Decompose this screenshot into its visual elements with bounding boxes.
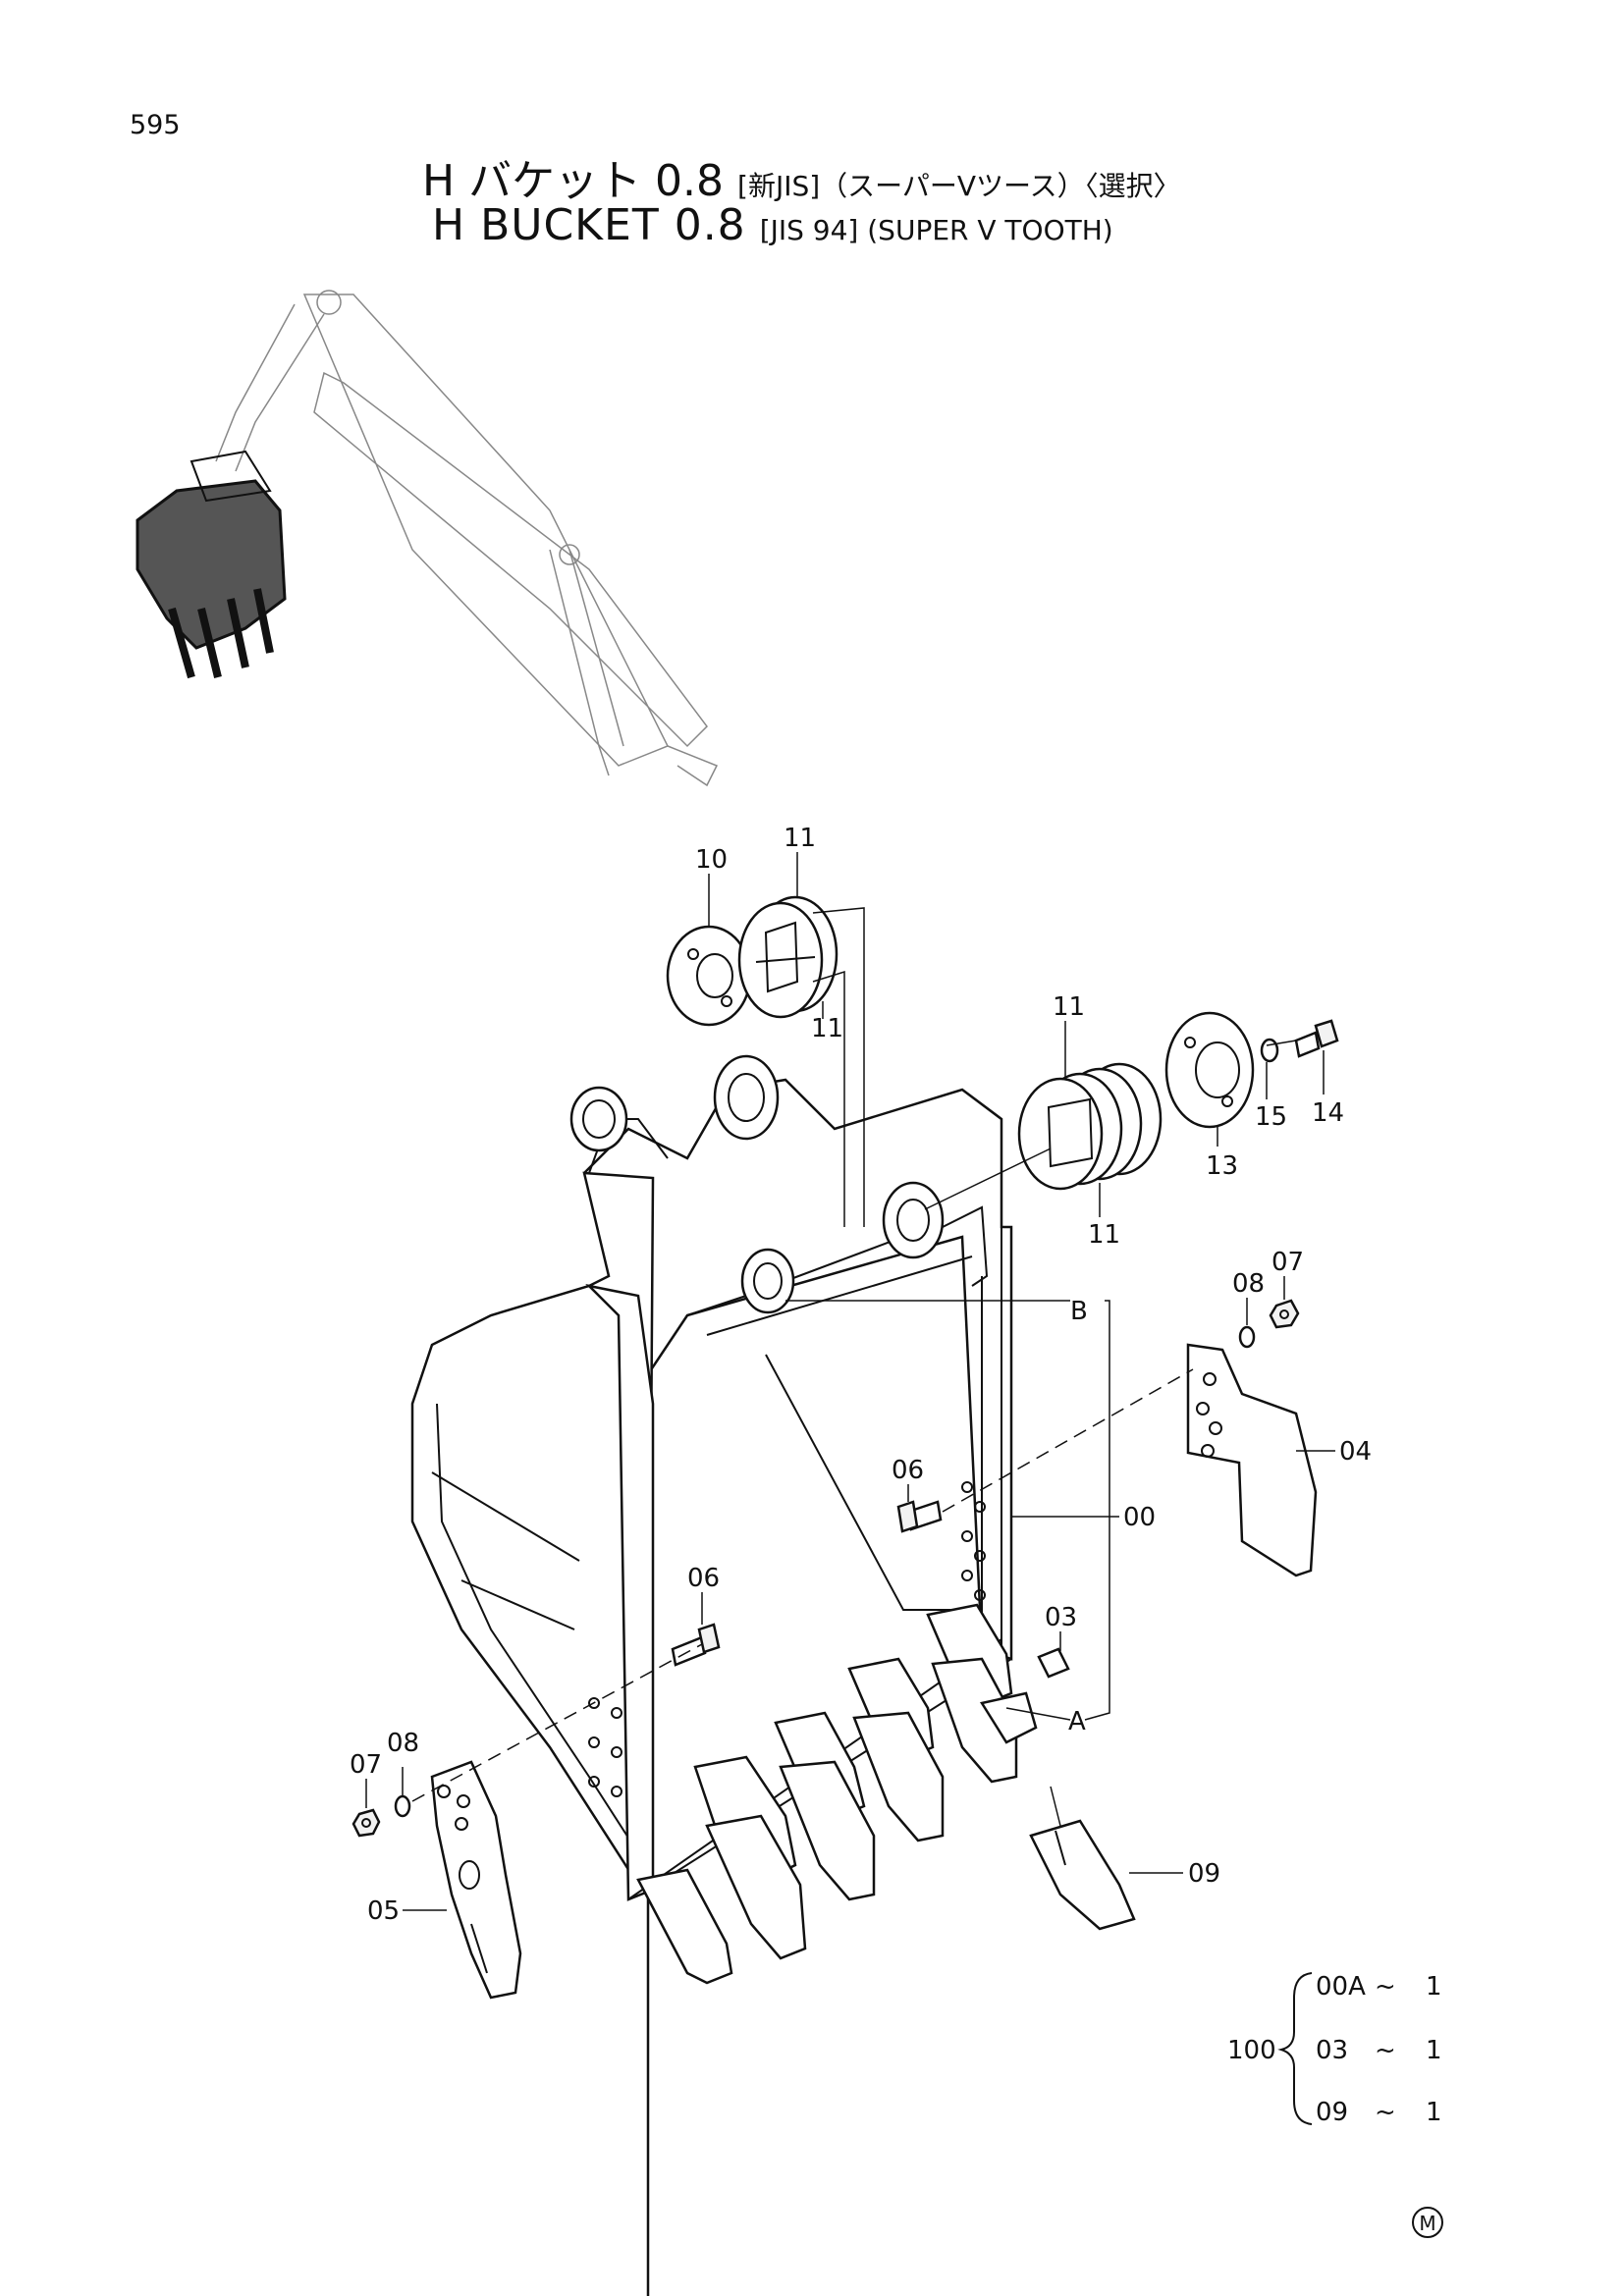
kit-row-2-sep: ~	[1375, 2036, 1396, 2065]
kit-row-1-qty: 1	[1426, 1972, 1442, 2002]
callout-13: 13	[1206, 1151, 1238, 1181]
assembly-lines	[411, 907, 1297, 1827]
side-cutter-05	[430, 1760, 522, 2000]
title-japanese: H バケット 0.8 [新JIS]（スーパーVツース）〈選択〉	[422, 145, 1181, 208]
title-english: H BUCKET 0.8 [JIS 94] (SUPER V TOOTH)	[432, 200, 1113, 250]
callout-08-right: 08	[1232, 1269, 1265, 1299]
callout-14: 14	[1312, 1098, 1344, 1128]
maker-mark-letter: M	[1419, 2212, 1435, 2235]
title-jp-main: H バケット 0.8	[422, 156, 725, 206]
kit-row-3-sep: ~	[1375, 2098, 1396, 2127]
shim-11-upper	[737, 895, 839, 1019]
bolt-06-upper	[896, 1500, 943, 1533]
maker-mark: M	[1412, 2207, 1443, 2238]
side-cutter-04	[1186, 1343, 1318, 1577]
nut-07-right	[1269, 1299, 1300, 1329]
shim-plate-10	[666, 925, 752, 1027]
washer-15	[1260, 1038, 1279, 1063]
callout-04: 04	[1339, 1437, 1372, 1467]
callout-A: A	[1068, 1707, 1086, 1736]
washer-08-left	[394, 1794, 411, 1818]
tooth-09	[1029, 1819, 1136, 1931]
callout-00: 00	[1123, 1503, 1156, 1532]
kit-row-2-qty: 1	[1426, 2036, 1442, 2065]
callout-06-upper: 06	[892, 1456, 924, 1485]
kit-row-1-sep: ~	[1375, 1972, 1396, 2002]
callout-11-mid: 11	[811, 1014, 843, 1043]
callout-B: B	[1070, 1297, 1088, 1326]
bolt-06-lower	[671, 1623, 721, 1667]
washer-08-right	[1238, 1325, 1256, 1349]
kit-row-3-qty: 1	[1426, 2098, 1442, 2127]
bucket-body-00	[410, 1054, 1013, 2296]
bolt-14	[1294, 1019, 1339, 1058]
plate-13	[1164, 1011, 1255, 1129]
bolt-holes-left	[588, 1697, 622, 1797]
callout-05: 05	[367, 1896, 400, 1926]
callout-labels: 10 11 11 11 11 13 15 14 07 08 B 04 06 00…	[350, 824, 1372, 1926]
kit-list: 100 00A ~ 1 03 ~ 1 09 ~ 1	[1227, 1972, 1442, 2127]
callout-11-top: 11	[784, 824, 816, 853]
callout-10: 10	[695, 845, 728, 875]
pin-03	[1037, 1647, 1070, 1679]
kit-row-1-code: 00A	[1316, 1972, 1366, 2002]
excavator-locator-illustration	[135, 290, 719, 787]
callout-09: 09	[1188, 1859, 1220, 1889]
callout-11-lower: 11	[1088, 1220, 1120, 1250]
title-en-main: H BUCKET 0.8	[432, 200, 746, 250]
callout-07-left: 07	[350, 1750, 382, 1780]
callout-06-lower: 06	[687, 1564, 720, 1593]
bolt-holes-right	[961, 1481, 986, 1601]
title-en-spec: [JIS 94] (SUPER V TOOTH)	[759, 214, 1113, 246]
page-number: 595	[130, 110, 181, 140]
callout-08-left: 08	[387, 1729, 419, 1758]
tooth-row	[636, 1603, 1038, 1985]
kit-row-3-code: 09	[1316, 2098, 1348, 2127]
shim-11-right-stack	[1017, 1062, 1163, 1191]
nut-07-left	[352, 1808, 381, 1838]
callout-07-right: 07	[1271, 1248, 1304, 1277]
kit-row-2-code: 03	[1316, 2036, 1348, 2065]
callout-11-right: 11	[1053, 992, 1085, 1022]
callout-03: 03	[1045, 1603, 1077, 1632]
title-jp-spec: [新JIS]（スーパーVツース）〈選択〉	[737, 170, 1181, 202]
callout-15: 15	[1255, 1102, 1287, 1132]
leader-lines	[365, 852, 1335, 1911]
kit-number: 100	[1227, 2036, 1276, 2065]
